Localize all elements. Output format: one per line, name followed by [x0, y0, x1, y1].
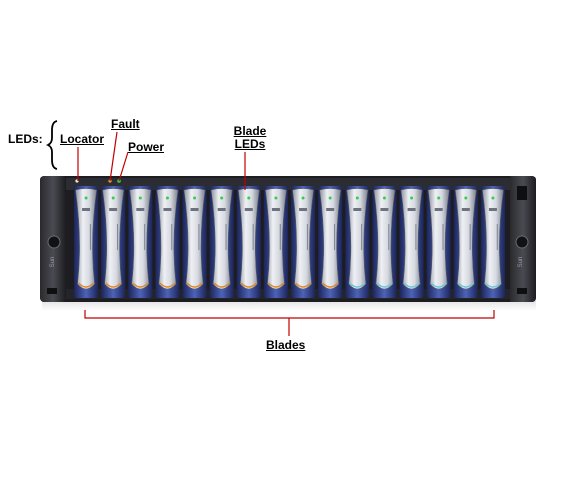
locator-label: Locator [60, 132, 105, 146]
blade-led [247, 196, 251, 200]
blade [101, 186, 126, 298]
blade-led [410, 196, 414, 200]
blade-led [437, 196, 441, 200]
callout-lines [77, 131, 495, 336]
blade-led [84, 196, 88, 200]
blade-led [138, 196, 142, 200]
leds-brace [45, 120, 58, 170]
blade-leds-label-line2: LEDs [234, 137, 266, 151]
blade [74, 186, 99, 298]
blade [426, 186, 451, 298]
blade-led [165, 196, 169, 200]
blade-led [328, 196, 332, 200]
leds-label: LEDs: [8, 132, 43, 146]
blade [155, 186, 180, 298]
blade [480, 186, 505, 298]
blades-bracket [84, 310, 495, 319]
right-rack-ear: Sun [510, 176, 536, 302]
blade [128, 186, 153, 298]
blade [453, 186, 478, 298]
blade-led [355, 196, 359, 200]
blade [182, 186, 207, 298]
left-sun-logo: Sun [50, 257, 56, 268]
blade-led [220, 196, 224, 200]
blade-led [193, 196, 197, 200]
blades-group [74, 186, 505, 298]
left-rack-ear: Sun [40, 176, 66, 302]
blade [291, 186, 316, 298]
blade [236, 186, 261, 298]
blade-leds-label: Blade LEDs [228, 125, 272, 151]
blades-label: Blades [266, 338, 306, 352]
blade-leds-label-line1: Blade [233, 124, 267, 138]
blade-led [382, 196, 386, 200]
blade [263, 186, 288, 298]
blade-led [274, 196, 278, 200]
blade [345, 186, 370, 298]
blade [318, 186, 343, 298]
right-sun-logo: Sun [518, 257, 524, 268]
blade [372, 186, 397, 298]
fault-label: Fault [111, 117, 140, 131]
blade [399, 186, 424, 298]
blade-led [111, 196, 115, 200]
blade-led [301, 196, 305, 200]
blade-led [491, 196, 495, 200]
blade-led [464, 196, 468, 200]
blade [209, 186, 234, 298]
fault-callout [109, 131, 118, 182]
power-label: Power [128, 140, 165, 154]
power-callout [118, 151, 129, 182]
